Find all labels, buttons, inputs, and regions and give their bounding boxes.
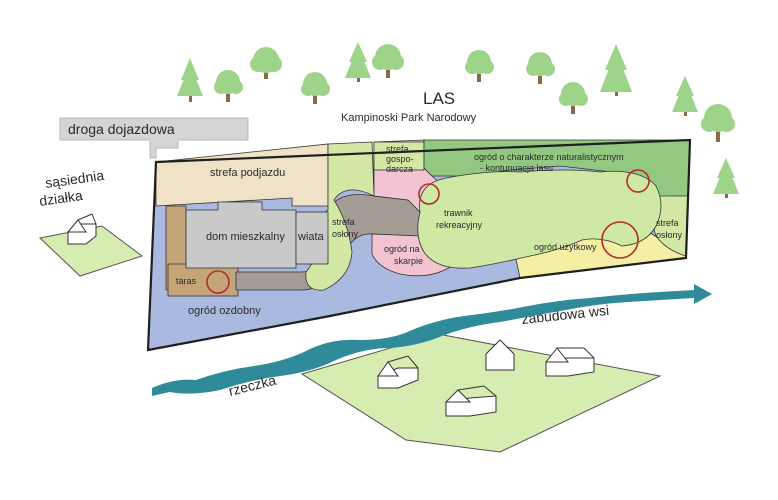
tree-icon: [701, 104, 735, 142]
slope-garden-label-1: ogród na: [384, 244, 420, 254]
existing-tree-icon: [206, 270, 230, 294]
shed-label: wiata: [297, 231, 325, 243]
house-icon: [444, 385, 497, 417]
slope-garden-label-2: skarpie: [394, 256, 423, 266]
shelter-zone-right-label-1: strefa: [656, 218, 679, 228]
terrace-label: taras: [176, 276, 197, 286]
house-icon: [66, 213, 97, 245]
house-building: [185, 201, 297, 269]
shelter-zone-left-label-2: osłony: [332, 229, 359, 239]
river: [152, 284, 712, 396]
forest-trees: [177, 42, 739, 198]
access-road: [59, 117, 249, 159]
house-icon: [485, 339, 515, 371]
conifer-tree-icon: [600, 44, 632, 96]
shed-building: [295, 211, 329, 265]
access-road-label: droga dojazdowa: [68, 121, 175, 137]
tree-icon: [301, 72, 330, 104]
existing-tree-icon: [601, 221, 639, 259]
house-label: dom mieszkalny: [206, 231, 285, 243]
tree-icon: [214, 70, 243, 102]
plot-boundary: [146, 138, 692, 352]
park-label: Kampinoski Park Narodowy: [341, 112, 477, 124]
vegetable-garden-label: ogród użytkowy: [534, 242, 597, 252]
forest-label: LAS: [423, 89, 455, 108]
tree-icon: [372, 44, 404, 78]
utility-zone-label-1: strefa: [386, 144, 409, 154]
naturalistic-garden-label-1: ogród o charakterze naturalistycznym: [474, 152, 624, 162]
tree-icon: [526, 52, 555, 84]
shelter-zone-left-label-1: strefa: [332, 217, 355, 227]
utility-zone-header: [373, 141, 425, 171]
existing-tree-icon: [418, 183, 440, 205]
house-icon: [544, 347, 595, 377]
recreational-lawn: [417, 169, 662, 269]
tree-icon: [465, 50, 494, 82]
existing-tree-icon: [626, 169, 650, 193]
conifer-tree-icon: [713, 158, 739, 198]
house-icon: [377, 355, 419, 389]
conifer-tree-icon: [177, 58, 203, 102]
utility-zone-label-3: darcza: [386, 164, 413, 174]
tree-icon: [250, 47, 282, 79]
ornamental-garden-label: ogród ozdobny: [188, 305, 261, 317]
tree-icon: [559, 82, 588, 114]
existing-trees: [206, 169, 650, 294]
lawn-label-1: trawnik: [444, 208, 473, 218]
neighbor-plot-label-2: działka: [38, 187, 84, 209]
naturalistic-garden-label-2: - kontunuacja lasu: [480, 163, 553, 173]
lawn-label-2: rekreacyjny: [436, 220, 483, 230]
driveway-zone-label: strefa podjazdu: [210, 167, 285, 179]
conifer-tree-icon: [345, 42, 371, 82]
conifer-tree-icon: [672, 76, 698, 116]
utility-zone-label-2: gospo-: [386, 154, 414, 164]
shelter-zone-right-label-2: osłony: [656, 230, 683, 240]
